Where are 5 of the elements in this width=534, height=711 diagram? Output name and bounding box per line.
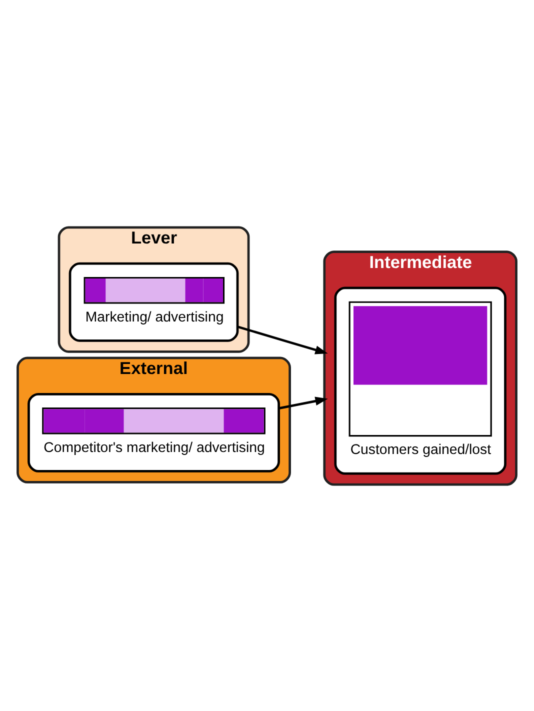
- node-box: Competitor's marketing/ advertising: [28, 392, 280, 472]
- arrow: [278, 396, 328, 409]
- node-box: Customers gained/lost: [334, 286, 506, 474]
- node-box: Marketing/ advertising: [68, 262, 239, 342]
- arrow: [237, 325, 328, 354]
